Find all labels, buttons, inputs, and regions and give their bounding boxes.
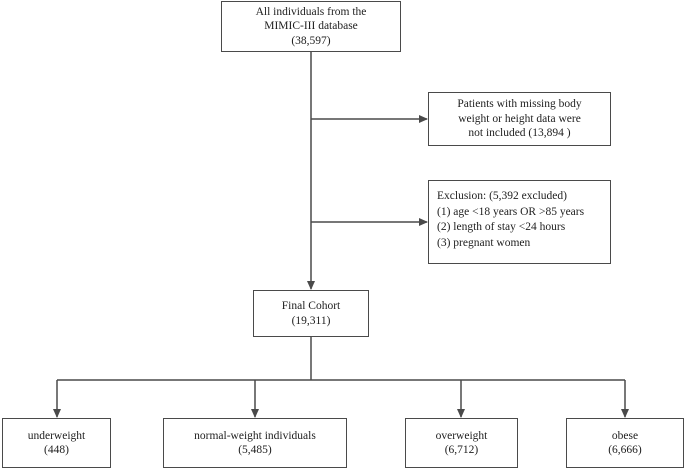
missing-data-exclusion-box: Patients with missing body weight or hei…	[428, 92, 611, 146]
group-box-normal-weight: normal-weight individuals (5,485)	[163, 418, 347, 468]
final-cohort-label: Final Cohort	[281, 300, 341, 312]
group-count: (448)	[44, 444, 69, 456]
final-cohort-box: Final Cohort (19,311)	[253, 290, 369, 337]
exclusion-header: Exclusion: (5,392 excluded)	[437, 190, 567, 202]
group-box-obese: obese (6,666)	[566, 418, 684, 468]
group-box-overweight: overweight (6,712)	[405, 418, 518, 468]
missing-line-1: Patients with missing body	[457, 98, 582, 111]
source-population-box: All individuals from the MIMIC-III datab…	[221, 1, 401, 52]
source-line-2: MIMIC-III database	[264, 20, 358, 33]
group-count: (5,485)	[238, 444, 272, 456]
exclusion-criterion-1: (1) age <18 years OR >85 years	[437, 205, 585, 218]
source-line-1: All individuals from the	[255, 5, 367, 18]
group-count: (6,666)	[608, 444, 642, 456]
exclusion-criterion-2: (2) length of stay <24 hours	[437, 221, 566, 233]
exclusion-criterion-3: (3) pregnant women	[437, 236, 531, 249]
group-label: overweight	[435, 429, 488, 442]
group-label: obese	[611, 429, 639, 442]
missing-line-2: weight or height data were	[458, 112, 581, 125]
group-count: (6,712)	[444, 444, 479, 456]
missing-line-3: not included (13,894 )	[468, 127, 571, 140]
group-label: underweight	[27, 429, 86, 442]
final-cohort-count: (19,311)	[291, 314, 331, 327]
exclusion-criteria-box: Exclusion: (5,392 excluded) (1) age <18 …	[428, 180, 611, 264]
source-count: (38,597)	[291, 34, 331, 47]
group-label: normal-weight individuals	[194, 429, 316, 442]
group-box-underweight: underweight (448)	[2, 418, 111, 468]
